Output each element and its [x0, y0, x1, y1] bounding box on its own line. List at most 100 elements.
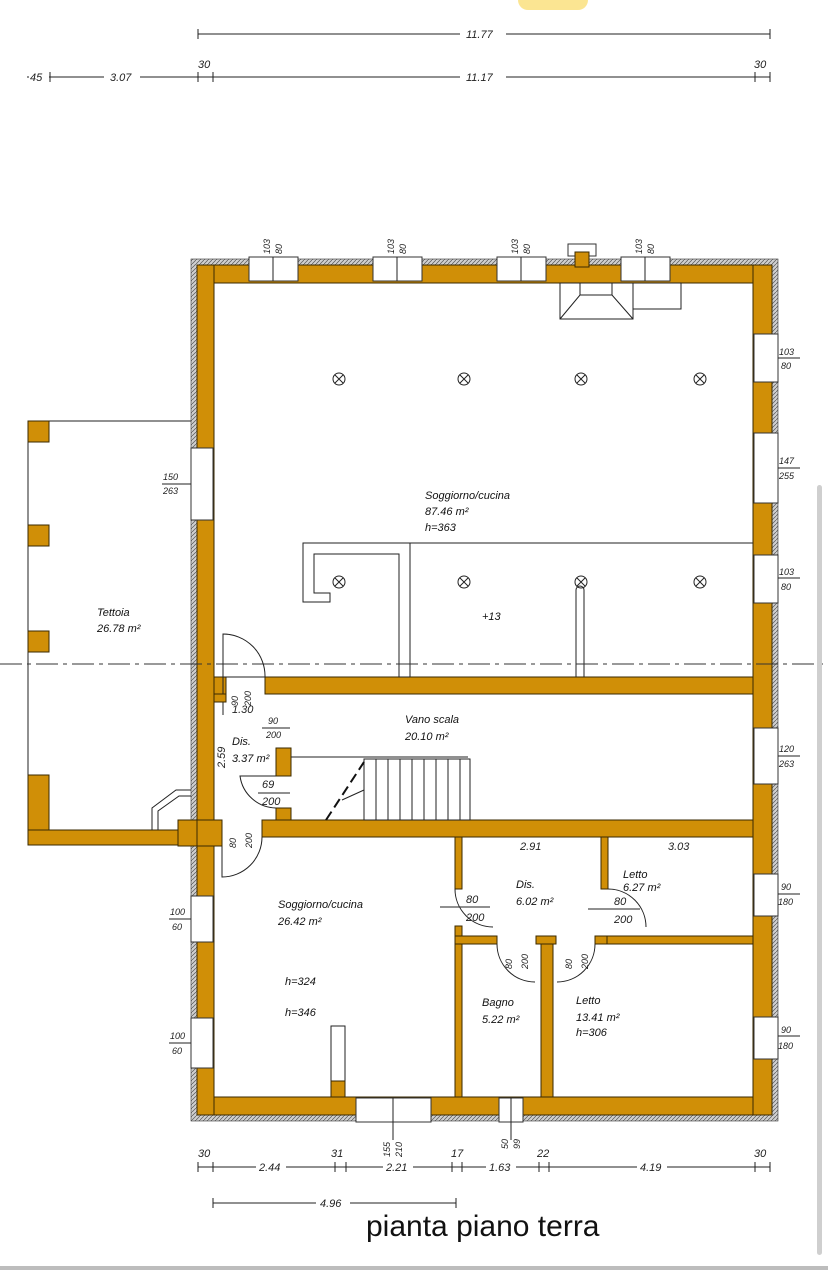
- svg-text:147: 147: [779, 456, 795, 466]
- dis-center-name: Dis.: [516, 879, 535, 891]
- svg-text:263: 263: [162, 486, 178, 496]
- svg-text:200: 200: [265, 730, 281, 740]
- dim-291: 2.91: [519, 841, 541, 853]
- svg-text:103: 103: [779, 347, 794, 357]
- svg-text:80: 80: [398, 244, 408, 254]
- decorative-glow: [518, 0, 588, 10]
- svg-text:90: 90: [781, 1025, 791, 1035]
- svg-text:200: 200: [580, 954, 590, 970]
- svg-text:30: 30: [754, 1148, 767, 1160]
- svg-text:2.21: 2.21: [385, 1162, 407, 1174]
- dis-center-area: 6.02 m²: [516, 896, 554, 908]
- svg-text:103: 103: [386, 239, 396, 254]
- dim-130: 1.30: [232, 704, 254, 716]
- small-living-area: 26.42 m²: [277, 916, 322, 928]
- fireplace: [559, 243, 682, 320]
- svg-text:50: 50: [500, 1139, 510, 1149]
- dim-303: 3.03: [668, 841, 690, 853]
- tettoia-area-text: 26.78 m²: [96, 623, 141, 635]
- dim-45: 45: [30, 72, 43, 84]
- svg-text:155: 155: [382, 1141, 392, 1157]
- svg-text:100: 100: [170, 907, 185, 917]
- interior-walls: [213, 676, 754, 1098]
- bagno-name: Bagno: [482, 997, 514, 1009]
- scrollbar[interactable]: [817, 485, 822, 1255]
- svg-text:200: 200: [613, 914, 633, 926]
- svg-text:60: 60: [172, 922, 182, 932]
- svg-text:200: 200: [243, 691, 253, 707]
- letto-top-area: 6.27 m²: [623, 882, 661, 894]
- svg-text:80: 80: [522, 244, 532, 254]
- svg-text:255: 255: [778, 471, 795, 481]
- tettoia-area: Tettoia 26.78 m²: [27, 420, 199, 846]
- svg-text:60: 60: [172, 1046, 182, 1056]
- letto-bottom-height: h=306: [576, 1027, 608, 1039]
- bagno-area: 5.22 m²: [482, 1014, 520, 1026]
- svg-text:103: 103: [510, 239, 520, 254]
- svg-text:103: 103: [634, 239, 644, 254]
- big-room-name: Soggiorno/cucina: [425, 490, 510, 502]
- svg-text:4.19: 4.19: [640, 1162, 661, 1174]
- dis-small-area: 3.37 m²: [232, 753, 270, 765]
- svg-text:90: 90: [781, 882, 791, 892]
- svg-text:200: 200: [520, 954, 530, 970]
- doors: 90 200 90 200 69 200 80 200 80 200 80 20…: [177, 633, 647, 983]
- svg-text:180: 180: [778, 1041, 793, 1051]
- small-living-h2: h=346: [285, 1007, 317, 1019]
- dim-307: 3.07: [110, 72, 132, 84]
- top-dimensions: 11.77 45 3.07 30 11.17 30: [27, 27, 771, 84]
- svg-text:90: 90: [230, 696, 240, 706]
- svg-text:1.63: 1.63: [489, 1162, 511, 1174]
- vano-scala-name: Vano scala: [405, 714, 459, 726]
- dis-small-name: Dis.: [232, 736, 251, 748]
- svg-text:80: 80: [781, 361, 791, 371]
- svg-text:103: 103: [262, 239, 272, 254]
- letto-top-name: Letto: [623, 869, 647, 881]
- small-living-name: Soggiorno/cucina: [278, 899, 363, 911]
- dim-1117: 11.17: [466, 72, 494, 84]
- staircase: [325, 758, 471, 821]
- big-room-level: +13: [482, 611, 502, 623]
- dim-30-right: 30: [754, 59, 767, 71]
- svg-text:99: 99: [512, 1139, 522, 1149]
- svg-text:200: 200: [261, 796, 281, 808]
- page-bottom-rule: [0, 1266, 828, 1270]
- light-fixture-icons: [332, 372, 707, 589]
- svg-text:90: 90: [268, 716, 278, 726]
- big-room-area: 87.46 m²: [425, 506, 469, 518]
- svg-text:69: 69: [262, 779, 274, 791]
- letto-bottom-name: Letto: [576, 995, 600, 1007]
- svg-text:22: 22: [536, 1148, 549, 1160]
- windows: 103 80 103 80 103 80 103 80 103 80 147 2…: [162, 239, 800, 1158]
- svg-text:2.44: 2.44: [258, 1162, 280, 1174]
- svg-text:210: 210: [394, 1142, 404, 1158]
- big-room-fixtures: [302, 372, 753, 678]
- svg-text:17: 17: [451, 1148, 464, 1160]
- svg-text:100: 100: [170, 1031, 185, 1041]
- bottom-dimensions: 30 2.44 31 2.21 17 1.63 22 4.19 30 4.96: [197, 1148, 771, 1210]
- dim-496: 4.96: [320, 1198, 342, 1210]
- plan-caption: pianta piano terra: [366, 1210, 600, 1243]
- dim-overall-width: 11.77: [466, 29, 494, 41]
- svg-text:80: 80: [228, 838, 238, 848]
- svg-text:31: 31: [331, 1148, 343, 1160]
- svg-text:150: 150: [163, 472, 178, 482]
- letto-bottom-area: 13.41 m²: [576, 1012, 620, 1024]
- svg-text:120: 120: [779, 744, 794, 754]
- svg-text:200: 200: [465, 912, 485, 924]
- big-room-height: h=363: [425, 522, 457, 534]
- svg-text:103: 103: [779, 567, 794, 577]
- svg-text:263: 263: [778, 759, 794, 769]
- svg-text:80: 80: [466, 894, 479, 906]
- tettoia-name: Tettoia: [97, 607, 130, 619]
- svg-text:80: 80: [614, 896, 627, 908]
- dim-30-left: 30: [198, 59, 211, 71]
- svg-text:80: 80: [504, 959, 514, 969]
- small-living-h1: h=324: [285, 976, 316, 988]
- svg-text:80: 80: [781, 582, 791, 592]
- svg-text:80: 80: [646, 244, 656, 254]
- room-labels: Soggiorno/cucina 87.46 m² h=363 +13 Vano…: [216, 490, 690, 1039]
- svg-text:200: 200: [244, 833, 254, 849]
- svg-text:30: 30: [198, 1148, 211, 1160]
